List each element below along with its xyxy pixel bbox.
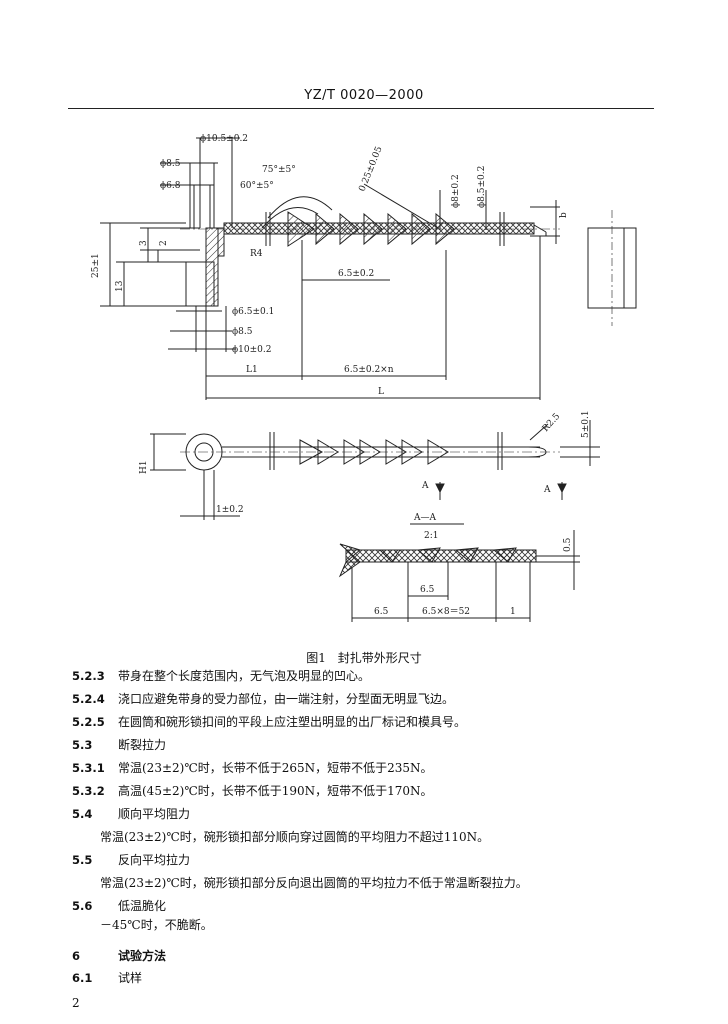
dim-d8-5b: ϕ8.5±0.2 xyxy=(477,166,487,208)
clause-text: 高温(45±2)℃时，长带不低于190N，短带不低于170N。 xyxy=(118,784,433,798)
dim-5: 5±0.1 xyxy=(581,410,591,438)
dim-thickness: 0.25±0.05 xyxy=(358,145,385,193)
clause-number: 5.2.5 xyxy=(72,715,105,729)
clause-5-3-2: 5.3.2 高温(45±2)℃时，长带不低于190N，短带不低于170N。 xyxy=(72,783,433,799)
dim-3: 3 xyxy=(139,240,149,246)
dim-d6-5: ϕ6.5±0.1 xyxy=(232,307,274,317)
clause-5-4: 5.4 顺向平均阻力 xyxy=(72,806,190,822)
dim-d8-5: ϕ8.5 xyxy=(160,159,181,169)
clause-text: 反向平均拉力 xyxy=(118,853,191,867)
section-mark-a-left: A xyxy=(421,481,429,491)
dim-r2-5: R2.5 xyxy=(541,411,563,434)
clause-number: 5.3.2 xyxy=(72,784,105,798)
clause-5-6: 5.6 低温脆化 xyxy=(72,898,166,914)
clause-text: 常温(23±2)℃时，长带不低于265N，短带不低于235N。 xyxy=(118,761,433,775)
strap-dimension-drawing: ϕ10.5±0.2 ϕ8.5 ϕ6.8 75°±5° 60°±5° 0.25±0… xyxy=(91,134,637,622)
dim-d8: ϕ8±0.2 xyxy=(451,174,461,208)
dim-h1: H1 xyxy=(139,460,149,474)
clause-6-1: 6.1 试样 xyxy=(72,970,142,986)
dim-25: 25±1 xyxy=(91,253,101,278)
clause-number: 5.5 xyxy=(72,853,93,867)
cylinder-wall-left xyxy=(205,227,219,307)
plan-view xyxy=(150,420,600,520)
dim-13: 13 xyxy=(115,280,125,292)
clause-5-2-4: 5.2.4 浇口应避免带身的受力部位，由一端注射，分型面无明显飞边。 xyxy=(72,691,454,707)
end-view xyxy=(587,210,637,326)
clause-number: 5.2.3 xyxy=(72,669,105,683)
clause-text: 低温脆化 xyxy=(118,899,167,913)
section-dim-1: 1 xyxy=(510,607,516,617)
dim-angle-75: 75°±5° xyxy=(262,165,296,175)
section-a-a xyxy=(338,523,580,622)
dim-l1: L1 xyxy=(246,365,258,375)
page-number: 2 xyxy=(72,996,80,1010)
clause-5-3-1: 5.3.1 常温(23±2)℃时，长带不低于265N，短带不低于235N。 xyxy=(72,760,433,776)
section-scale: 2:1 xyxy=(424,531,438,541)
dim-d10: ϕ10±0.2 xyxy=(232,345,271,355)
dim-r4: R4 xyxy=(250,249,263,259)
clause-text: 带身在整个长度范围内，无气泡及明显的凹心。 xyxy=(118,669,371,683)
clause-5-3: 5.3 断裂拉力 xyxy=(72,737,166,753)
clause-number: 6 xyxy=(72,949,81,963)
dim-d8-5c: ϕ8.5 xyxy=(232,327,253,337)
clause-number: 5.6 xyxy=(72,899,93,913)
dim-angle-60: 60°±5° xyxy=(240,181,274,191)
side-section-view xyxy=(100,137,560,400)
clause-number: 6.1 xyxy=(72,971,93,985)
clause-number: 5.4 xyxy=(72,807,93,821)
clause-5-2-5: 5.2.5 在圆筒和碗形锁扣间的平段上应注塑出明显的出厂标记和模具号。 xyxy=(72,714,466,730)
header-rule xyxy=(68,108,654,109)
clause-text: 试样 xyxy=(118,971,143,985)
section-dim-6-5: 6.5 xyxy=(420,585,435,595)
clause-5-2-3: 5.2.3 带身在整个长度范围内，无气泡及明显的凹心。 xyxy=(72,668,370,684)
dim-1: 1±0.2 xyxy=(216,505,244,515)
clause-text: 在圆筒和碗形锁扣间的平段上应注塑出明显的出厂标记和模具号。 xyxy=(118,715,467,729)
clause-number: 5.2.4 xyxy=(72,692,105,706)
dim-b: b xyxy=(559,212,569,218)
standard-number-header: YZ/T 0020—2000 xyxy=(304,88,424,103)
dim-pitch: 6.5±0.2×n xyxy=(344,365,394,375)
clause-5-5-body: 常温(23±2)℃时，碗形锁扣部分反向退出圆筒的平均拉力不低于常温断裂拉力。 xyxy=(100,876,528,890)
dim-2: 2 xyxy=(159,240,169,246)
section-dim-mult: 6.5×8＝52 xyxy=(422,607,470,617)
dim-l: L xyxy=(378,387,384,397)
clause-number: 5.3.1 xyxy=(72,761,105,775)
clause-number: 5.3 xyxy=(72,738,93,752)
section-dim-6-5b: 6.5 xyxy=(374,607,389,617)
dim-d10-5: ϕ10.5±0.2 xyxy=(200,134,248,144)
dim-6-5: 6.5±0.2 xyxy=(338,269,374,279)
dim-0-5: 0.5 xyxy=(563,537,573,552)
dim-d6-8: ϕ6.8 xyxy=(160,181,181,191)
section-title: A—A xyxy=(413,513,436,523)
section-6: 6 试验方法 xyxy=(72,948,166,964)
clause-5-4-body: 常温(23±2)℃时，碗形锁扣部分顺向穿过圆筒的平均阻力不超过110N。 xyxy=(100,830,490,844)
figure-caption: 图1 封扎带外形尺寸 xyxy=(306,651,422,665)
section-mark-a-right: A xyxy=(543,485,551,495)
clause-text: 浇口应避免带身的受力部位，由一端注射，分型面无明显飞边。 xyxy=(118,692,455,706)
clause-text: 试验方法 xyxy=(118,949,167,963)
clause-text: 顺向平均阻力 xyxy=(118,807,191,821)
clause-text: 断裂拉力 xyxy=(118,738,167,752)
clause-5-6-body: －45℃时，不脆断。 xyxy=(100,918,213,932)
clause-5-5: 5.5 反向平均拉力 xyxy=(72,852,190,868)
